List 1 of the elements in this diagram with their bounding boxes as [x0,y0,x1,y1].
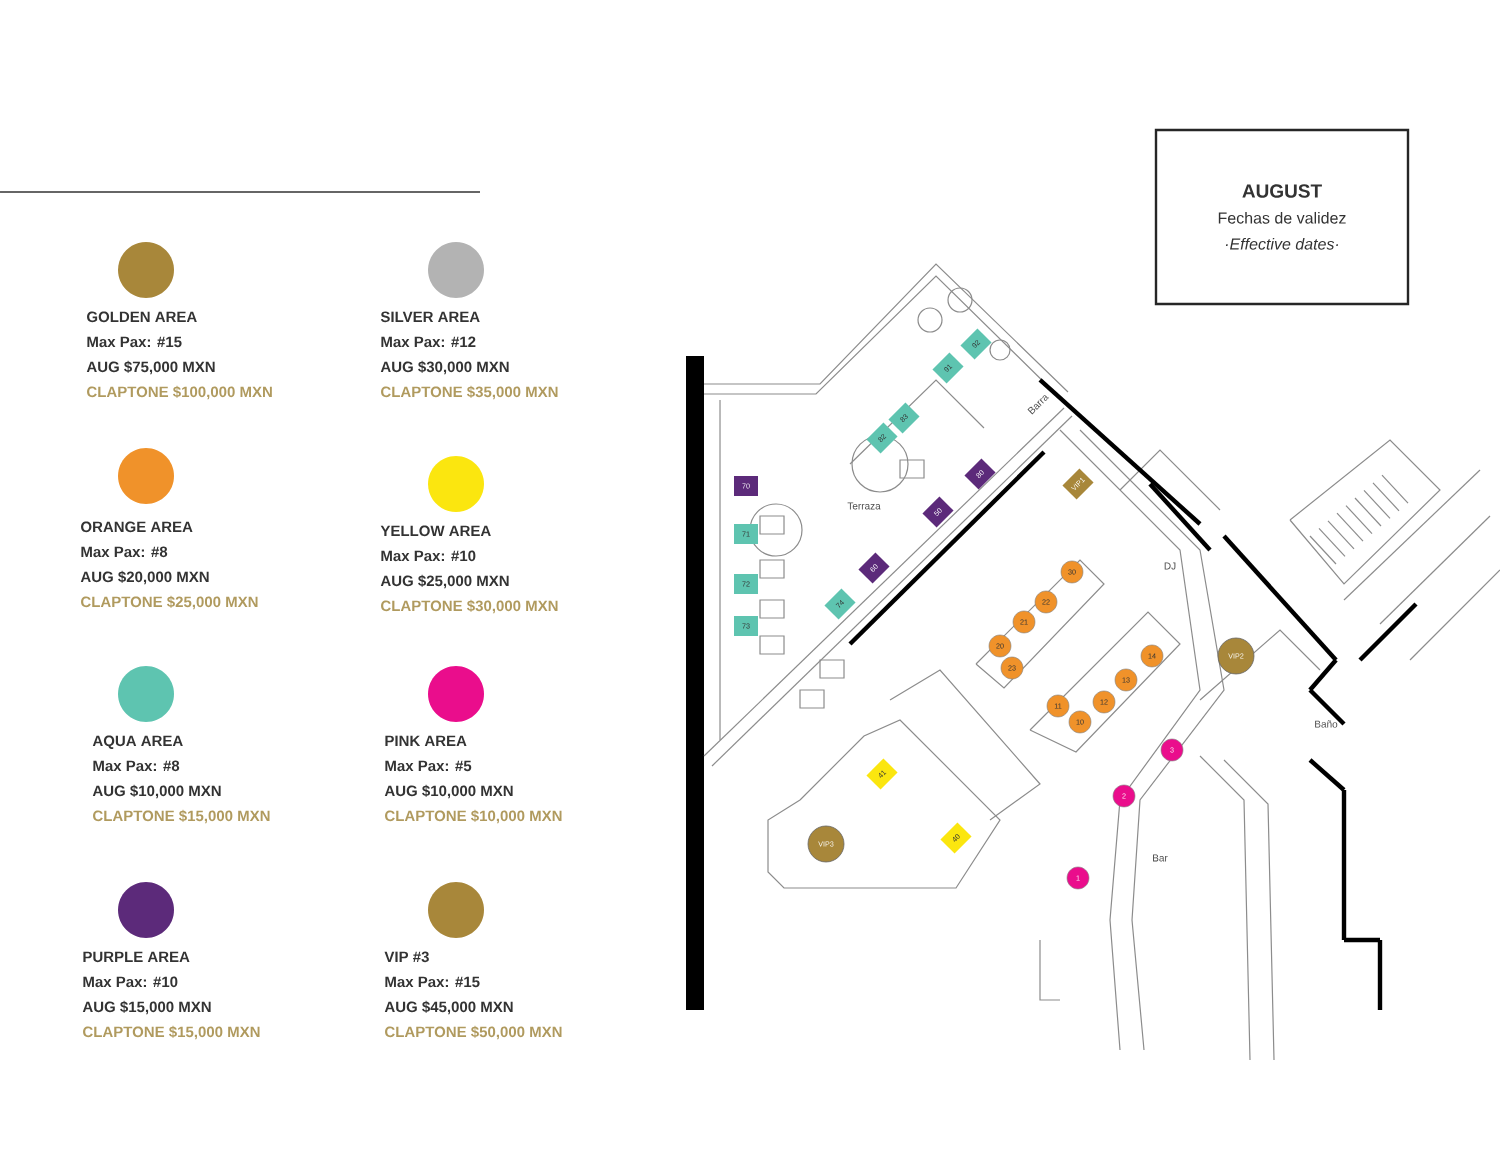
date-box: AUGUST Fechas de validez ·Effective dates· [1154,128,1410,306]
